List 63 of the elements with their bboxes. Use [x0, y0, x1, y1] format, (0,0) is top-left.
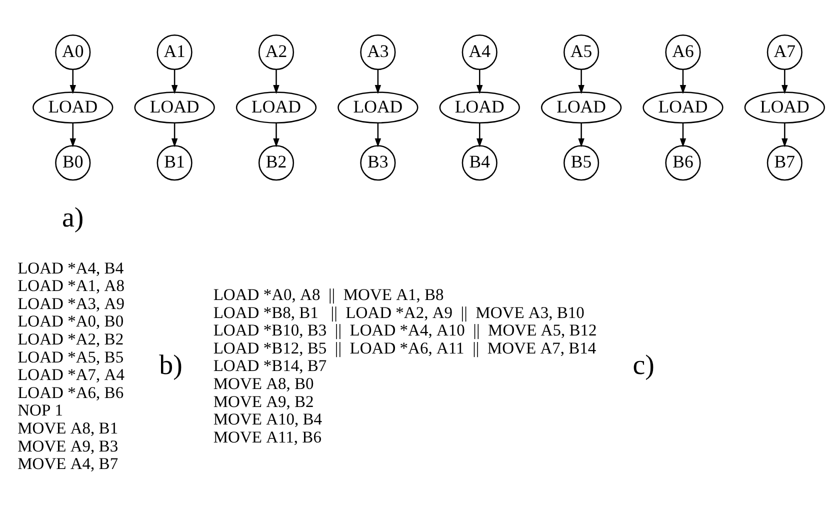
label: MOVE A9, B3 [18, 436, 118, 455]
label: LOAD *A0, B0 [18, 311, 124, 330]
label: LOAD *A4, B4 [18, 258, 124, 277]
node-circle: B3 [360, 144, 396, 180]
arrow [782, 122, 788, 147]
arrow [171, 69, 178, 94]
arrow [374, 122, 382, 147]
node-ellipse: LOAD [540, 91, 622, 123]
arrow [476, 69, 483, 94]
label: LOAD *B8, B1 || LOAD *A2, A9 || MOVE A3, B10 [213, 302, 584, 322]
node-circle: A6 [665, 34, 701, 70]
label: c) [632, 349, 654, 380]
node-circle: A3 [360, 34, 396, 70]
node-circle: A1 [156, 34, 192, 70]
label: LOAD *A5, B5 [18, 346, 124, 366]
label: MOVE A8, B1 [18, 418, 118, 437]
arrow [680, 122, 686, 147]
node-ellipse: LOAD [236, 91, 317, 123]
label: LOAD *A0, A8 || MOVE A1, B8 [213, 284, 444, 304]
arrow [374, 69, 382, 94]
label: LOAD *A2, B2 [18, 329, 124, 348]
node-ellipse: LOAD [439, 91, 520, 123]
node-circle: B4 [462, 144, 498, 180]
node-circle: B0 [55, 144, 91, 180]
arrow [476, 122, 483, 147]
arrow [273, 69, 280, 94]
node-ellipse: LOAD [338, 91, 418, 123]
label: MOVE A9, B2 [213, 391, 314, 410]
node-circle: B7 [766, 144, 802, 180]
node-ellipse: LOAD [744, 91, 825, 123]
arrow [578, 122, 584, 147]
label: LOAD *A7, A4 [18, 364, 124, 384]
label: MOVE A11, B6 [213, 426, 322, 446]
arrow [70, 122, 76, 147]
node-circle: B1 [156, 144, 192, 180]
arrow [782, 69, 788, 94]
label: NOP 1 [18, 400, 64, 420]
arrow [578, 69, 584, 94]
label: LOAD *B10, B3 || LOAD *A4, A10 || MOVE A5, B12 [213, 320, 597, 340]
label: LOAD *B14, B7 [213, 356, 327, 375]
label: MOVE A4, B7 [18, 454, 118, 473]
label: MOVE A10, B4 [213, 409, 322, 428]
node-circle: A2 [258, 34, 294, 70]
node-circle: B5 [564, 144, 600, 180]
node-ellipse: LOAD [134, 91, 215, 123]
node-circle: B6 [665, 144, 701, 180]
label: MOVE A8, B0 [213, 373, 314, 392]
label: LOAD *A1, A8 [18, 276, 124, 295]
node-ellipse: LOAD [32, 91, 114, 123]
label: b) [159, 349, 182, 380]
label: LOAD *A3, A9 [18, 293, 124, 312]
arrow [680, 69, 686, 94]
label: a) [62, 202, 84, 234]
label: LOAD *A6, B6 [18, 382, 124, 402]
node-circle: A4 [462, 34, 498, 70]
arrow [273, 122, 280, 147]
node-circle: A5 [564, 34, 600, 70]
node-ellipse: LOAD [642, 91, 724, 123]
node-circle: B2 [258, 144, 294, 180]
arrow [171, 122, 178, 147]
node-circle: A0 [55, 34, 91, 70]
arrow [70, 69, 76, 94]
node-circle: A7 [766, 34, 802, 70]
